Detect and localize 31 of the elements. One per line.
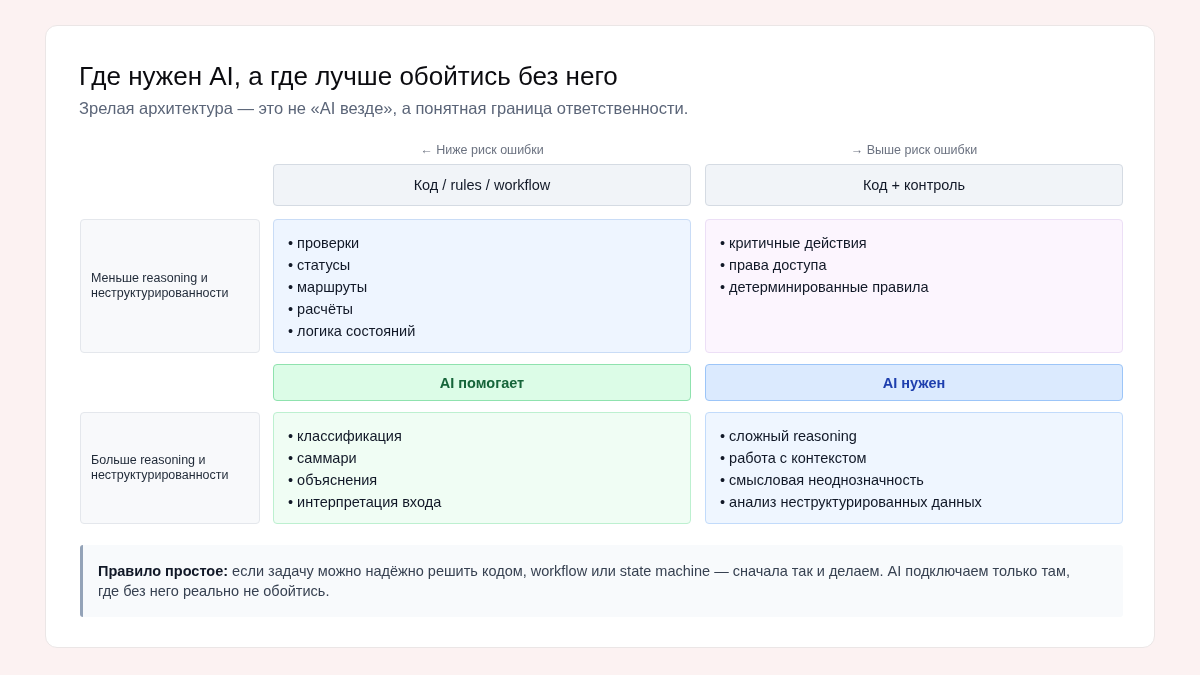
axis-hint: → Выше риск ошибки [850, 143, 978, 157]
row-header: Больше reasoning и неструктурированности [80, 412, 260, 524]
row-header: Меньше reasoning и неструктурированности [80, 219, 260, 353]
list-item: • статусы [288, 256, 351, 275]
list-item: • сложный reasoning [720, 427, 857, 446]
list-card [705, 219, 1123, 353]
list-item: • логика состояний [288, 322, 416, 341]
list-card [273, 412, 691, 524]
list-item: • проверки [288, 234, 360, 253]
list-card [705, 412, 1123, 524]
list-item: • анализ неструктурированных данных [720, 493, 982, 512]
column-header: Код + контроль [705, 164, 1123, 206]
list-item: • саммари [288, 449, 357, 468]
list-item: • смысловая неоднозначность [720, 471, 924, 490]
subtitle: Зрелая архитектура — это не «AI везде», а понятная граница ответственности. [79, 99, 689, 117]
list-item: • интерпретация входа [288, 493, 442, 512]
list-item: • классификация [288, 427, 402, 446]
list-item: • права доступа [720, 256, 827, 275]
list-item: • работа с контекстом [720, 449, 867, 468]
rule-note: Правило простое: если задачу можно надёжно решить кодом, workflow или state machine — сначала так и делаем. AI подключаем только там, где без него реально не обойтись. [80, 545, 1123, 617]
list-item: • расчёты [288, 300, 353, 319]
list-item: • маршруты [288, 278, 368, 297]
list-item: • объяснения [288, 471, 378, 490]
list-item: • детерминированные правила [720, 278, 929, 297]
column-header: Код / rules / workflow [273, 164, 691, 206]
axis-hint: ← Ниже риск ошибки [420, 143, 544, 157]
list-card [273, 219, 691, 353]
category-header: AI помогает [273, 364, 691, 401]
category-header: AI нужен [705, 364, 1123, 401]
list-item: • критичные действия [720, 234, 867, 253]
title: Где нужен AI, а где лучше обойтись без него [79, 60, 618, 92]
